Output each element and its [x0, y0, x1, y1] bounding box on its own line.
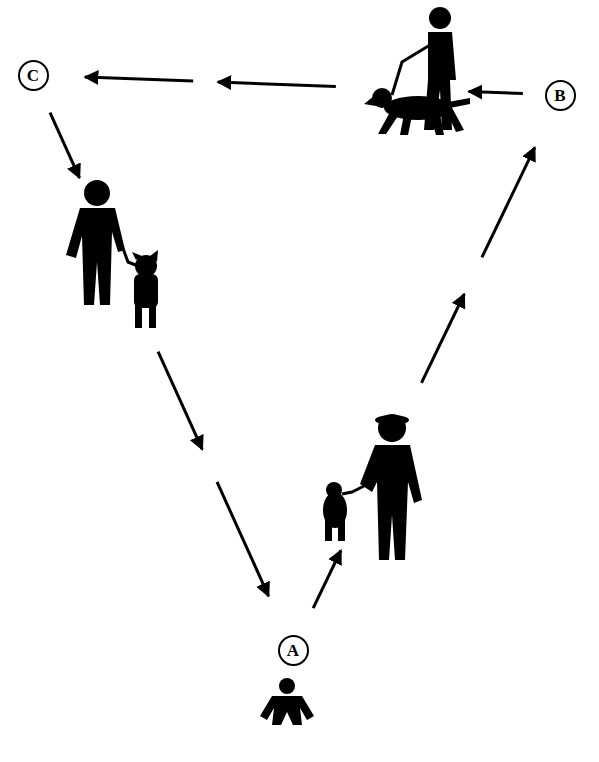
- dashed-arrow: [313, 147, 535, 608]
- arrow-segment: [482, 147, 535, 257]
- arrow-segment: [313, 550, 341, 608]
- arrow-segment: [158, 352, 202, 450]
- arrow-segment: [85, 77, 193, 81]
- arrow-segment: [469, 92, 523, 94]
- point-letter: C: [27, 67, 39, 84]
- walker-with-dog: [323, 414, 422, 560]
- dashed-arrow: [85, 77, 523, 94]
- point-letter: A: [287, 642, 299, 659]
- point-letter: B: [554, 87, 565, 104]
- arrow-segment: [50, 113, 79, 178]
- arrow-segment: [218, 82, 336, 86]
- letter-circle: C: [18, 60, 49, 91]
- observer-figure: [260, 678, 314, 725]
- dashed-arrow: [50, 113, 269, 596]
- walker-with-dog: [66, 180, 158, 328]
- arrow-segment: [217, 482, 269, 596]
- letter-circle: B: [545, 80, 576, 111]
- walker-with-dog: [364, 7, 470, 135]
- letter-circle: A: [278, 635, 309, 666]
- arrow-segment: [421, 294, 464, 383]
